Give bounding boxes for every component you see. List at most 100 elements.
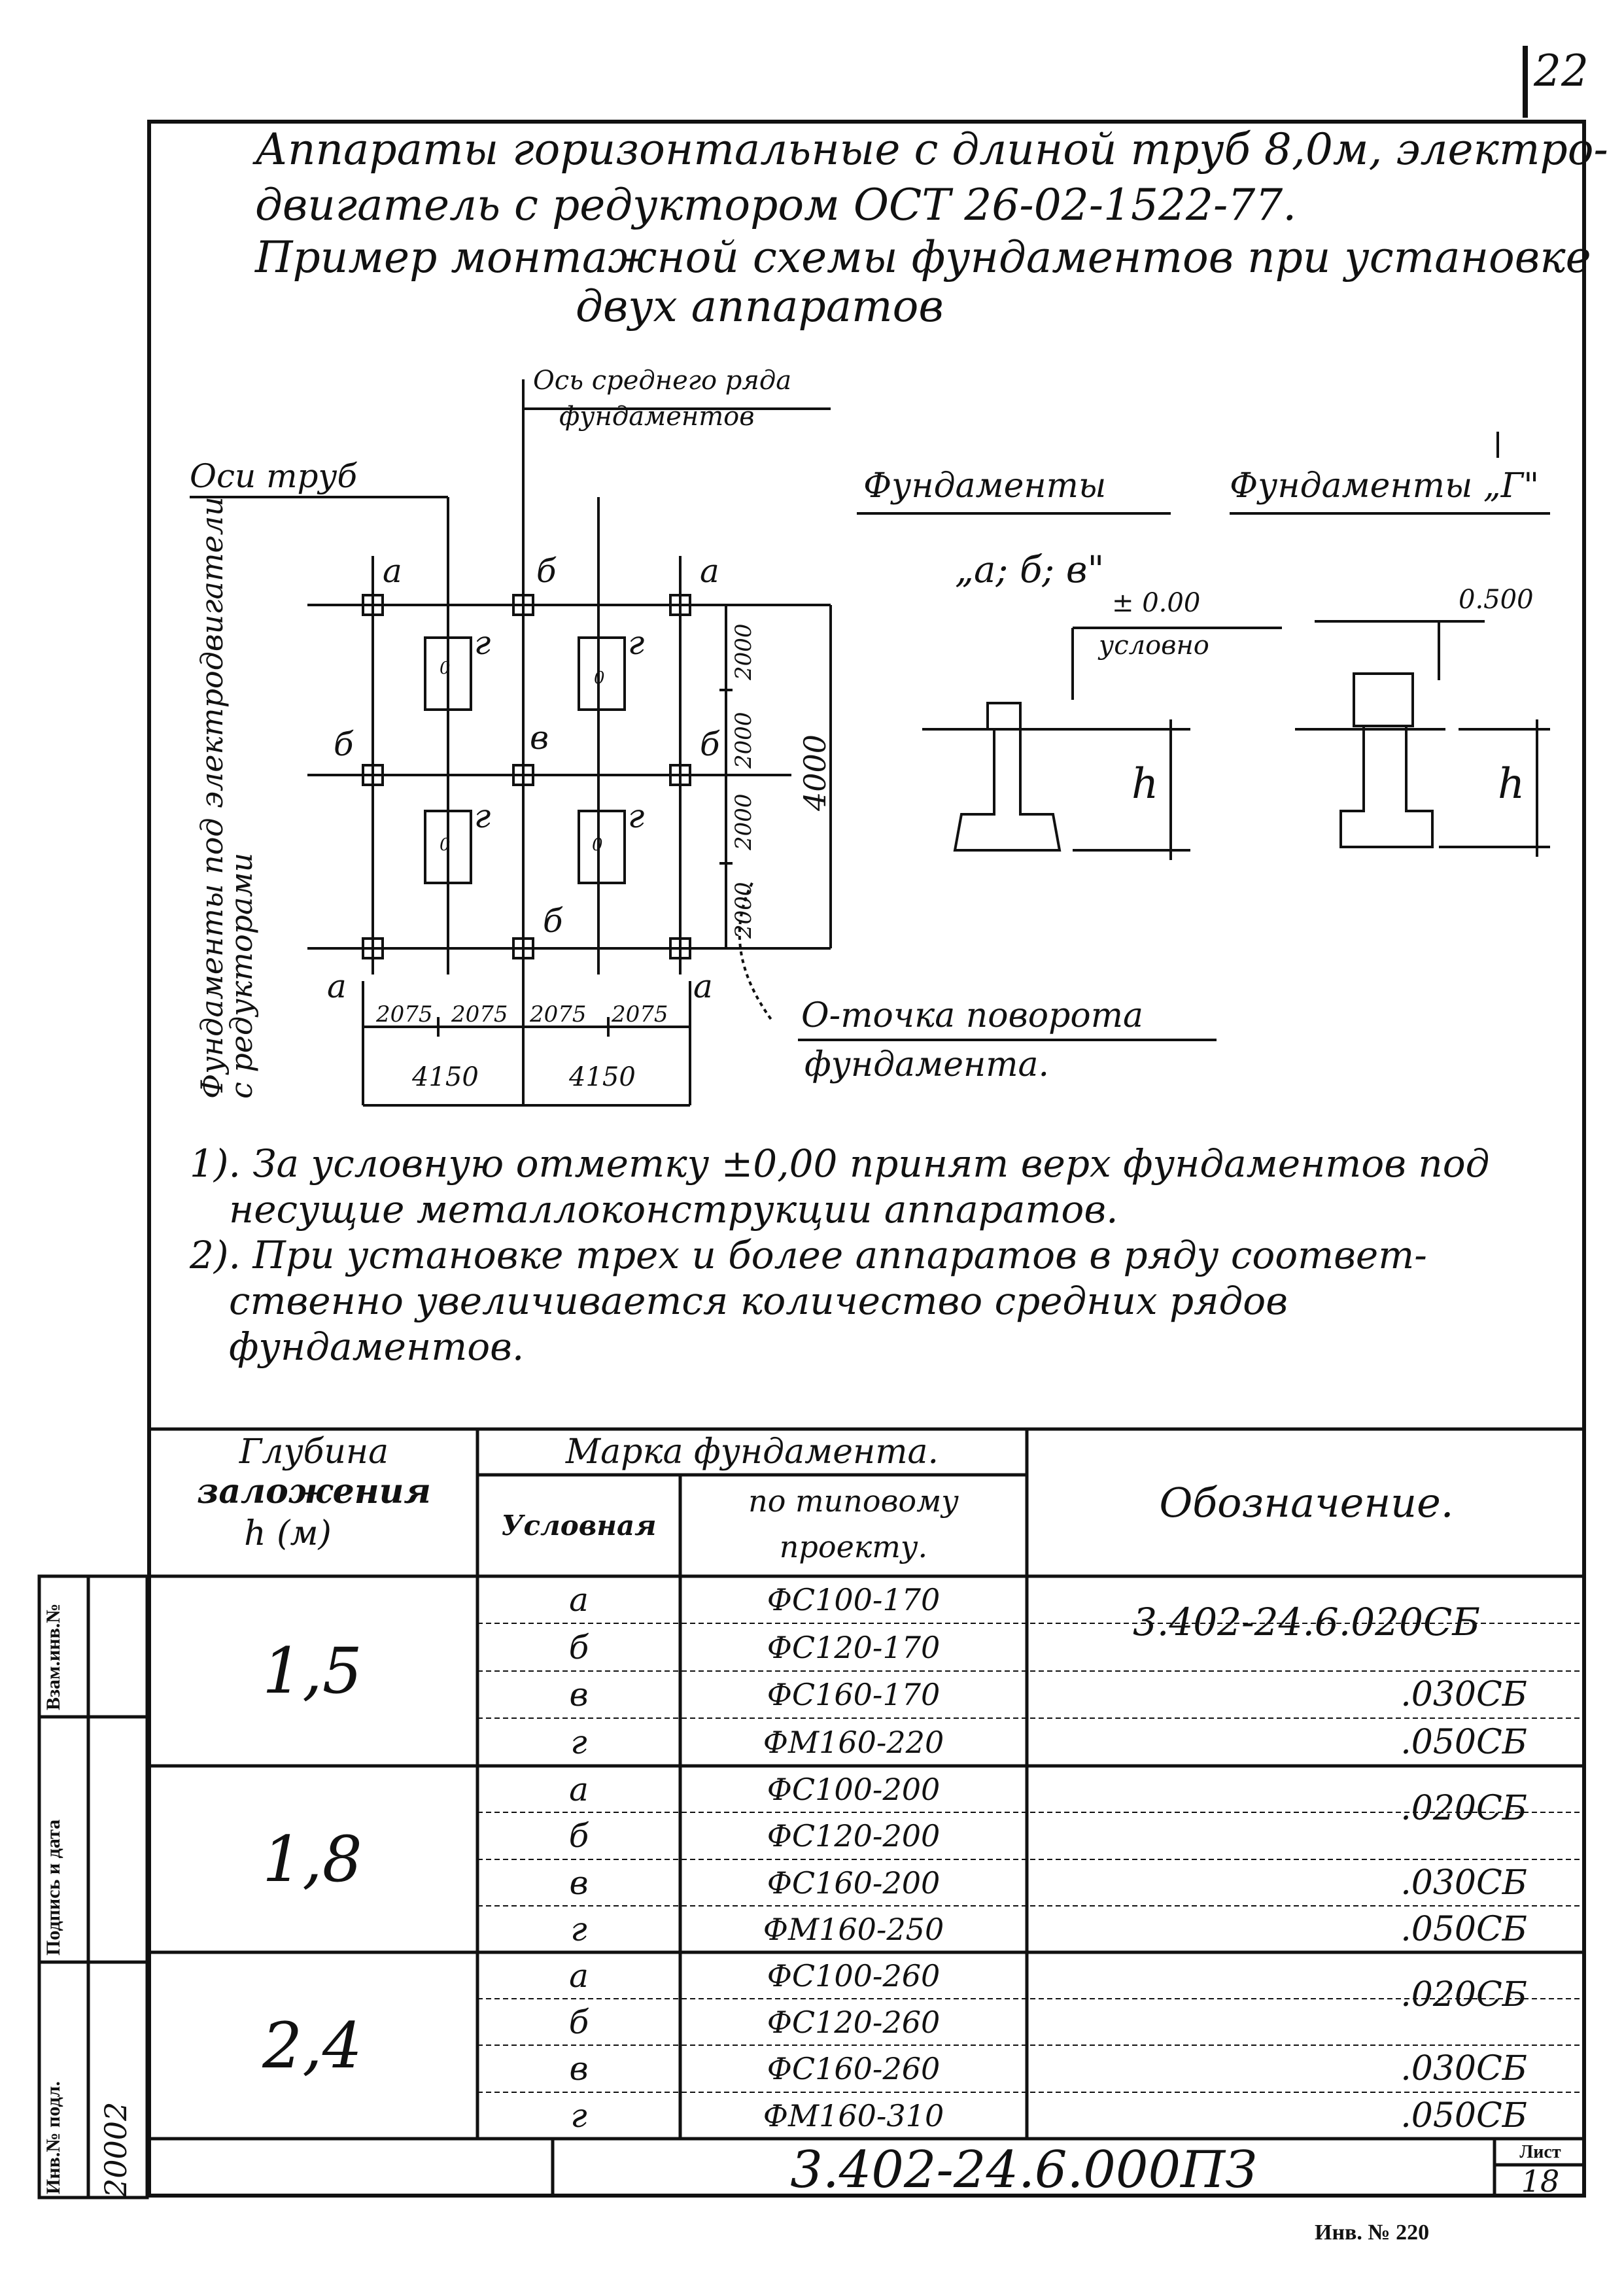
letter-b: б bbox=[536, 552, 557, 590]
letter-g: г bbox=[474, 797, 491, 835]
foundation-g bbox=[424, 810, 472, 884]
header-mark: Марка фундамента. bbox=[565, 1432, 939, 1472]
foundation-a bbox=[669, 937, 691, 959]
foundation-b bbox=[512, 937, 534, 959]
side-label-1: Фундаменты под электродвигатели bbox=[194, 496, 230, 1099]
foundation-a bbox=[669, 594, 691, 616]
foundation-v bbox=[512, 764, 534, 786]
designation: .050СБ bbox=[1400, 2096, 1527, 2135]
foundation-b bbox=[362, 764, 384, 786]
cond-mark: а bbox=[569, 1956, 589, 1995]
pivot-mark: 0 bbox=[440, 659, 451, 678]
dim-h2: 4150 bbox=[568, 1062, 636, 1092]
middle-axis-label: Ось среднего ряда bbox=[533, 366, 791, 396]
type-mark: ФС100-200 bbox=[767, 1771, 941, 1807]
letter-b: б bbox=[543, 902, 563, 940]
depth-value: 1,5 bbox=[262, 1634, 362, 1708]
designation: .020СБ bbox=[1400, 1975, 1527, 2014]
designation: .050СБ bbox=[1400, 1722, 1527, 1762]
foundation-g bbox=[578, 810, 626, 884]
section-abv-title: Фундаменты bbox=[863, 466, 1106, 506]
note-2b: ственно увеличивается количество средних… bbox=[229, 1279, 1288, 1323]
foundation-b bbox=[669, 764, 691, 786]
foundation-g bbox=[578, 636, 626, 711]
type-mark: ФС100-170 bbox=[767, 1582, 941, 1617]
header-designation: Обозначение. bbox=[1159, 1479, 1454, 1527]
bottom-inventory: Инв. № 220 bbox=[1315, 2220, 1430, 2245]
header-depth-3: h (м) bbox=[244, 1514, 332, 1553]
stamp-inv-value: 20002 bbox=[98, 2101, 133, 2198]
pivot-mark: 0 bbox=[440, 835, 451, 855]
type-mark: ФС120-170 bbox=[767, 1629, 941, 1665]
cond-mark: в bbox=[569, 2050, 589, 2088]
dim-h: 2075 bbox=[375, 1001, 433, 1027]
side-label-2: с редукторами bbox=[224, 853, 259, 1099]
cond-mark: б bbox=[568, 1628, 589, 1666]
type-mark: ФС100-260 bbox=[767, 1958, 941, 1993]
type-mark: ФМ160-250 bbox=[763, 1911, 944, 1947]
depth-label: h bbox=[1132, 760, 1158, 808]
title-line-3: Пример монтажной схемы фундаментов при у… bbox=[255, 232, 1591, 283]
type-mark: ФС160-200 bbox=[767, 1865, 941, 1901]
note-1b: несущие металлоконструкции аппаратов. bbox=[229, 1187, 1118, 1232]
stamp-sign-date: Подпись и дата bbox=[43, 1819, 64, 1956]
cond-mark: г bbox=[570, 1910, 587, 1948]
foundation-a bbox=[362, 937, 384, 959]
designation: .020СБ bbox=[1400, 1789, 1527, 1828]
dim-h: 2075 bbox=[451, 1001, 508, 1027]
letter-g: г bbox=[474, 624, 491, 662]
cond-mark: б bbox=[568, 2003, 589, 2041]
designation: 3.402-24.6.020СБ bbox=[1133, 1600, 1480, 1644]
cond-mark: б bbox=[568, 1817, 589, 1855]
letter-g: г bbox=[628, 624, 644, 662]
note-2a: 2). При установке трех и более аппаратов… bbox=[190, 1233, 1427, 1277]
stamp-inv-label: Инв.№ подл. bbox=[43, 2081, 64, 2194]
middle-axis-label-2: фундаментов bbox=[559, 402, 755, 432]
depth-value: 2,4 bbox=[262, 2009, 362, 2082]
sheet-label: Лист bbox=[1519, 2142, 1561, 2162]
letter-a: а bbox=[383, 552, 402, 590]
note-2c: фундаментов. bbox=[229, 1324, 525, 1369]
letter-b: б bbox=[700, 725, 720, 763]
title-line-4: двух аппаратов bbox=[576, 281, 944, 332]
stamp-vzam: Взам.инв.№ bbox=[43, 1603, 64, 1710]
designation: .030СБ bbox=[1400, 1863, 1527, 1903]
title-line-1: Аппараты горизонтальные с длиной труб 8,… bbox=[255, 124, 1608, 175]
foundation-b bbox=[512, 594, 534, 616]
pivot-note-2: фундамента. bbox=[804, 1045, 1049, 1084]
header-type-1: по типовому bbox=[748, 1483, 959, 1519]
type-mark: ФС120-260 bbox=[767, 2004, 941, 2040]
pipe-axes-label: Оси труб bbox=[190, 457, 358, 495]
type-mark: ФС160-170 bbox=[767, 1677, 941, 1712]
depth-value: 1,8 bbox=[262, 1822, 362, 1896]
designation: .050СБ bbox=[1400, 1909, 1527, 1949]
letter-a: а bbox=[700, 552, 719, 590]
foundation-a bbox=[362, 594, 384, 616]
type-mark: ФС120-200 bbox=[767, 1818, 941, 1854]
header-depth-2: заложения bbox=[197, 1471, 431, 1511]
section-abv-subtitle: „а; б; в" bbox=[955, 549, 1104, 591]
note-1a: 1). За условную отметку ±0,00 принят вер… bbox=[190, 1141, 1490, 1186]
foundation-g bbox=[424, 636, 472, 711]
cond-mark: а bbox=[569, 1581, 589, 1619]
level-mark: ± 0.00 bbox=[1112, 588, 1200, 618]
dim-v: 2000 bbox=[731, 882, 757, 939]
page-number-top: 22 bbox=[1534, 46, 1589, 96]
cond-mark: в bbox=[569, 1676, 589, 1714]
letter-a: а bbox=[327, 967, 347, 1005]
cond-mark: г bbox=[570, 1723, 587, 1761]
level-note: условно bbox=[1097, 630, 1209, 661]
dim-h: 2075 bbox=[611, 1001, 668, 1027]
depth-label: h bbox=[1498, 760, 1525, 808]
letter-v: в bbox=[530, 719, 549, 757]
cond-mark: г bbox=[570, 2096, 587, 2135]
dim-total-v: 4000 bbox=[797, 734, 833, 812]
sheet-number: 18 bbox=[1521, 2164, 1560, 2199]
pivot-note: О-точка поворота bbox=[801, 996, 1143, 1035]
drawing-frame bbox=[147, 120, 1586, 2198]
foundation-diagram: Ось среднего ряда фундаментов Оси труб Ф… bbox=[190, 366, 1550, 1107]
pivot-mark: 0 bbox=[592, 835, 603, 855]
dim-h: 2075 bbox=[529, 1001, 587, 1027]
section-g-title: Фундаменты „Г" bbox=[1230, 466, 1539, 506]
